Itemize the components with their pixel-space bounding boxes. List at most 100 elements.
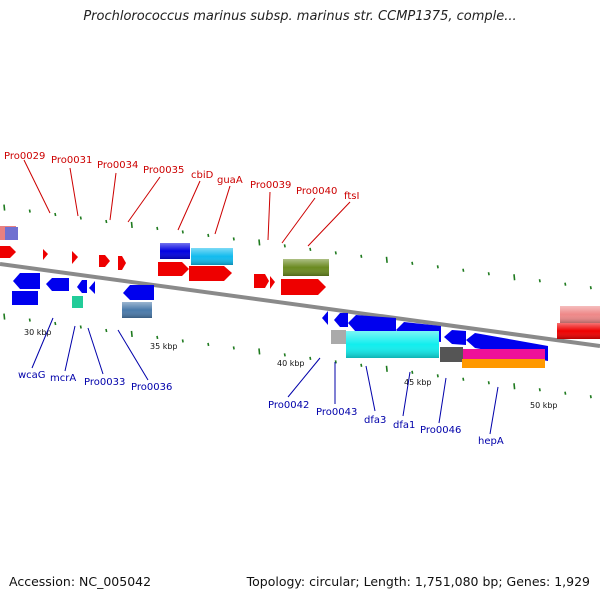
gene-label-wcag[interactable]: wcaG bbox=[18, 370, 46, 381]
scale-tick bbox=[334, 360, 337, 364]
gene-block-hepa-orange[interactable] bbox=[462, 359, 545, 368]
gene-arrow-pro0034[interactable] bbox=[99, 255, 110, 267]
gene-arrow-pro0033b[interactable] bbox=[89, 281, 95, 294]
gene-block-mcra-teal[interactable] bbox=[72, 296, 83, 308]
scale-tick bbox=[309, 247, 312, 252]
gene-label-cbid[interactable]: cbiD bbox=[191, 170, 214, 181]
forward-callouts bbox=[23, 159, 351, 247]
gene-arrow-pro0031[interactable] bbox=[72, 251, 78, 264]
gene-arrow-pro0039b[interactable] bbox=[270, 276, 275, 289]
forward-gene-labels: Pro0029 Pro0031 Pro0034 Pro0035 cbiD gua… bbox=[4, 151, 359, 202]
gene-label-pro0031[interactable]: Pro0031 bbox=[51, 155, 92, 166]
gene-label-pro0043[interactable]: Pro0043 bbox=[316, 407, 357, 418]
gene-block-wcag[interactable] bbox=[12, 291, 38, 305]
scale-tick bbox=[283, 244, 286, 248]
scale-tick bbox=[487, 272, 490, 276]
scale-tick bbox=[156, 226, 159, 231]
scale-tick bbox=[564, 282, 567, 286]
scale-label-50: 50 kbp bbox=[530, 401, 558, 410]
scale-tick bbox=[79, 216, 82, 220]
scale-tick bbox=[564, 391, 567, 395]
scale-tick bbox=[258, 239, 261, 246]
scale-tick bbox=[462, 377, 465, 381]
scale-label-35: 35 kbp bbox=[150, 342, 178, 351]
scale-label-30: 30 kbp bbox=[24, 328, 52, 337]
scale-tick bbox=[181, 339, 184, 343]
gene-label-pro0034[interactable]: Pro0034 bbox=[97, 160, 138, 171]
scale-tick bbox=[54, 321, 57, 326]
gene-arrow[interactable] bbox=[0, 246, 16, 258]
scale-tick bbox=[538, 388, 541, 392]
gene-shade bbox=[122, 302, 152, 318]
scale-tick bbox=[232, 237, 235, 241]
scale-tick bbox=[385, 365, 388, 372]
scale-tick bbox=[487, 381, 490, 385]
gene-arrow-pro0036[interactable] bbox=[123, 285, 154, 300]
gene-arrow-pro0042[interactable] bbox=[322, 311, 328, 325]
scale-tick bbox=[181, 230, 184, 234]
gene-block[interactable] bbox=[5, 227, 18, 240]
gene-block-hepa-magenta[interactable] bbox=[463, 349, 545, 359]
scale-tick bbox=[334, 251, 337, 255]
gene-arrow-pro0035[interactable] bbox=[118, 256, 126, 270]
scale-tick bbox=[538, 279, 541, 283]
gene-label-dfa1[interactable]: dfa1 bbox=[393, 420, 415, 431]
reverse-gene-labels: wcaG mcrA Pro0033 Pro0036 Pro0042 Pro004… bbox=[18, 370, 504, 447]
scale-tick bbox=[207, 233, 210, 238]
scale-tick bbox=[411, 370, 414, 374]
gene-label-dfa3[interactable]: dfa3 bbox=[364, 415, 386, 426]
gene-label-mcra[interactable]: mcrA bbox=[50, 373, 76, 384]
gene-label-pro0040[interactable]: Pro0040 bbox=[296, 186, 337, 197]
scale-tick bbox=[156, 335, 159, 340]
gene-arrow-pro0039[interactable] bbox=[254, 274, 269, 288]
gene-arrow-dfa3[interactable] bbox=[348, 315, 396, 335]
gene-label-pro0039[interactable]: Pro0039 bbox=[250, 180, 291, 191]
gene-label-hepa[interactable]: hepA bbox=[478, 436, 504, 447]
gene-arrow-wcag[interactable] bbox=[13, 273, 40, 289]
gene-label-pro0042[interactable]: Pro0042 bbox=[268, 400, 309, 411]
gene-label-pro0029[interactable]: Pro0029 bbox=[4, 151, 45, 162]
scale-tick bbox=[513, 274, 516, 281]
scale-tick bbox=[462, 268, 465, 272]
gene-label-pro0046[interactable]: Pro0046 bbox=[420, 425, 461, 436]
scale-tick bbox=[360, 254, 363, 258]
scale-ticks bbox=[3, 204, 592, 399]
scale-tick bbox=[411, 261, 414, 265]
reverse-strand-genes bbox=[12, 273, 548, 368]
scale-tick bbox=[130, 330, 133, 338]
gene-arrow-cbid[interactable] bbox=[158, 262, 189, 276]
scale-tick bbox=[54, 212, 57, 217]
gene-arrow-ftsi[interactable] bbox=[281, 279, 326, 295]
scale-tick bbox=[3, 204, 6, 211]
gene-label-pro0033[interactable]: Pro0033 bbox=[84, 377, 125, 388]
gene-shade bbox=[283, 259, 329, 276]
forward-strand-genes bbox=[0, 226, 600, 339]
scale-tick bbox=[589, 286, 592, 290]
gene-shade bbox=[560, 306, 600, 323]
scale-label-40: 40 kbp bbox=[277, 359, 305, 368]
scale-tick bbox=[436, 374, 439, 378]
gene-arrow-pro0043[interactable] bbox=[334, 313, 348, 327]
scale-tick bbox=[28, 209, 31, 213]
gene-arrow-pro0033[interactable] bbox=[77, 280, 87, 293]
gene-label-pro0036[interactable]: Pro0036 bbox=[131, 382, 172, 393]
gene-arrow-guaa[interactable] bbox=[189, 266, 232, 281]
gene-label-ftsi[interactable]: ftsI bbox=[344, 191, 359, 202]
scale-tick bbox=[589, 395, 592, 399]
dna-backbone bbox=[0, 262, 600, 348]
gene-block-pro0046-dark[interactable] bbox=[440, 347, 463, 362]
scale-tick bbox=[105, 219, 108, 224]
scale-tick bbox=[385, 256, 388, 263]
gene-block-pro0043-gray[interactable] bbox=[331, 330, 346, 344]
gene-arrow-pro0046[interactable] bbox=[444, 330, 466, 345]
gene-label-pro0035[interactable]: Pro0035 bbox=[143, 165, 184, 176]
gene-arrow-pro0029[interactable] bbox=[43, 249, 48, 260]
scale-tick bbox=[436, 265, 439, 269]
gene-label-guaa[interactable]: guaA bbox=[217, 175, 243, 186]
gene-arrow-mcra[interactable] bbox=[46, 278, 69, 291]
gene-shade bbox=[557, 323, 600, 339]
scale-tick bbox=[79, 325, 82, 329]
scale-tick bbox=[28, 318, 31, 322]
